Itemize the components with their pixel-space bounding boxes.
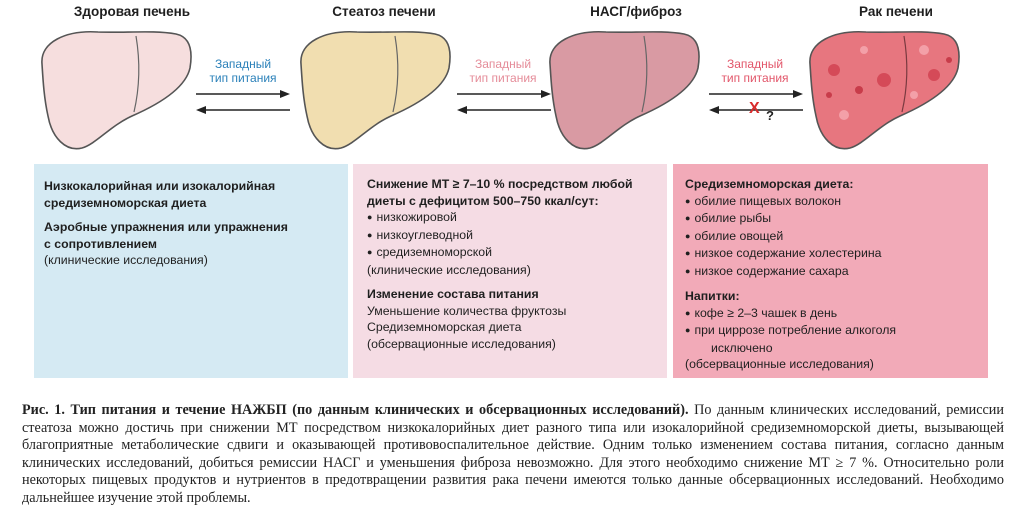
- liver-nash-image: [549, 31, 700, 150]
- pink-list-item: средиземноморской: [367, 244, 657, 262]
- arrow-pair-1: [196, 90, 290, 114]
- box-healthy-recommendations: Низкокалорийная или изокалорийная средиз…: [34, 164, 348, 378]
- blue-heading-line4: с сопротивлением: [44, 236, 157, 251]
- red-heading-line2: Напитки:: [685, 289, 740, 303]
- red-drink-item-cont: исключено: [711, 340, 773, 355]
- pink-heading-line1: Снижение МТ ≥ 7–10 % посредством любой: [367, 177, 633, 191]
- red-list-item: обилие овощей: [685, 228, 978, 246]
- box-cancer-recommendations: Средиземноморская диета: обилие пищевых …: [673, 164, 988, 378]
- arrow-label-western-3: Западный тип питания: [721, 57, 789, 85]
- pink-heading-line2: диеты с дефицитом 500–750 ккал/сут:: [367, 193, 599, 208]
- question-mark: ?: [766, 108, 774, 123]
- red-list-item: обилие рыбы: [685, 210, 978, 228]
- blue-heading-line1: Низкокалорийная или изокалорийная: [44, 179, 276, 193]
- stage-title-healthy: Здоровая печень: [73, 4, 191, 19]
- caption-body: По данным клинических иссле­дований, рем…: [22, 402, 1004, 506]
- arrow-label-western-1: Западный тип питания: [209, 57, 277, 85]
- pink-note-2: (обсервационные исследования): [367, 336, 556, 351]
- red-heading-line1: Средиземноморская диета:: [685, 177, 854, 191]
- box-steatosis-recommendations: Снижение МТ ≥ 7–10 % посредством любой д…: [353, 164, 667, 378]
- pink-text-1: Уменьшение количества фруктозы: [367, 303, 567, 318]
- blue-heading-line2: средиземноморская диета: [44, 195, 207, 210]
- pink-list-item: низкоуглеводной: [367, 227, 657, 245]
- pink-heading-line3: Изменение состава питания: [367, 287, 539, 301]
- cross-mark: Х: [749, 100, 760, 117]
- blue-note: (клинические исследования): [44, 253, 208, 267]
- stage-title-nash: НАСГ/фиброз: [590, 4, 682, 19]
- liver-cancer-image: [809, 31, 960, 150]
- arrow-pair-2: [457, 90, 551, 114]
- figure-caption: Рис. 1. Тип питания и течение НАЖБП (по …: [22, 402, 1004, 508]
- liver-healthy-image: [41, 31, 192, 150]
- stage-title-steatosis: Стеатоз печени: [332, 4, 436, 19]
- blue-heading-line3: Аэробные упражнения или упражнения: [44, 220, 288, 234]
- red-drink-item: при циррозе потребление алкоголя: [685, 322, 978, 340]
- pink-text-2: Средиземноморская диета: [367, 320, 522, 334]
- pink-list-item: низкожировой: [367, 209, 657, 227]
- pink-note-1: (клинические исследования): [367, 262, 531, 277]
- liver-steatosis-image: [300, 31, 451, 150]
- arrow-label-western-2: Западный тип питания: [469, 57, 537, 85]
- red-list-item: низкое содержание сахара: [685, 263, 978, 281]
- red-list-item: низкое содержание холестерина: [685, 245, 978, 263]
- red-note: (обсервационные исследования): [685, 357, 874, 371]
- arrow-pair-3: [709, 90, 803, 114]
- red-list-item: обилие пищевых волокон: [685, 193, 978, 211]
- caption-lead: Рис. 1. Тип питания и течение НАЖБП (по …: [22, 402, 689, 418]
- stage-title-cancer: Рак печени: [859, 4, 933, 19]
- red-drink-item: кофе ≥ 2–3 чашек в день: [685, 305, 978, 323]
